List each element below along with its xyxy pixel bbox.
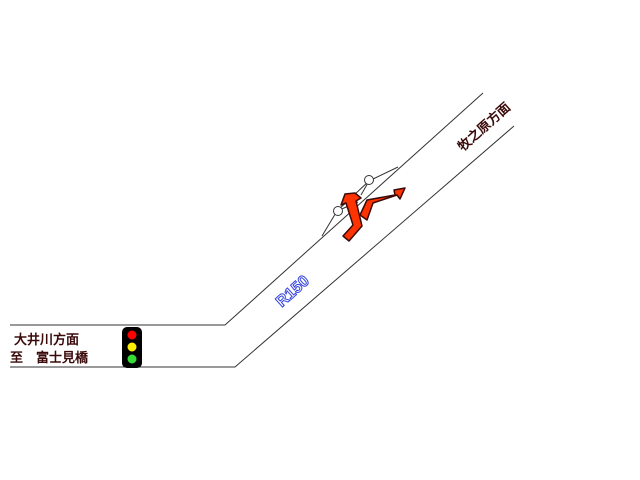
- right-turn-arrow-icon: [359, 187, 406, 221]
- traffic-signal-icon: [122, 327, 142, 368]
- route-arrow: [340, 187, 406, 242]
- signal-green-light: [126, 353, 138, 365]
- road-upper-edge: [10, 92, 484, 326]
- destination-label-upper-right: 牧之原方面: [455, 99, 514, 154]
- destination-label-left-line2: 至 富士見橋: [10, 350, 89, 366]
- destination-label-left-line1: 大井川方面: [14, 332, 79, 348]
- left-turn-arrow-icon: [340, 192, 363, 242]
- signal-yellow-light: [126, 341, 138, 353]
- road-lower-edge: [10, 125, 515, 368]
- junction-node: [333, 206, 343, 216]
- signal-red-light: [126, 329, 138, 341]
- junction-side-road: [321, 166, 399, 237]
- junction-node: [364, 175, 374, 185]
